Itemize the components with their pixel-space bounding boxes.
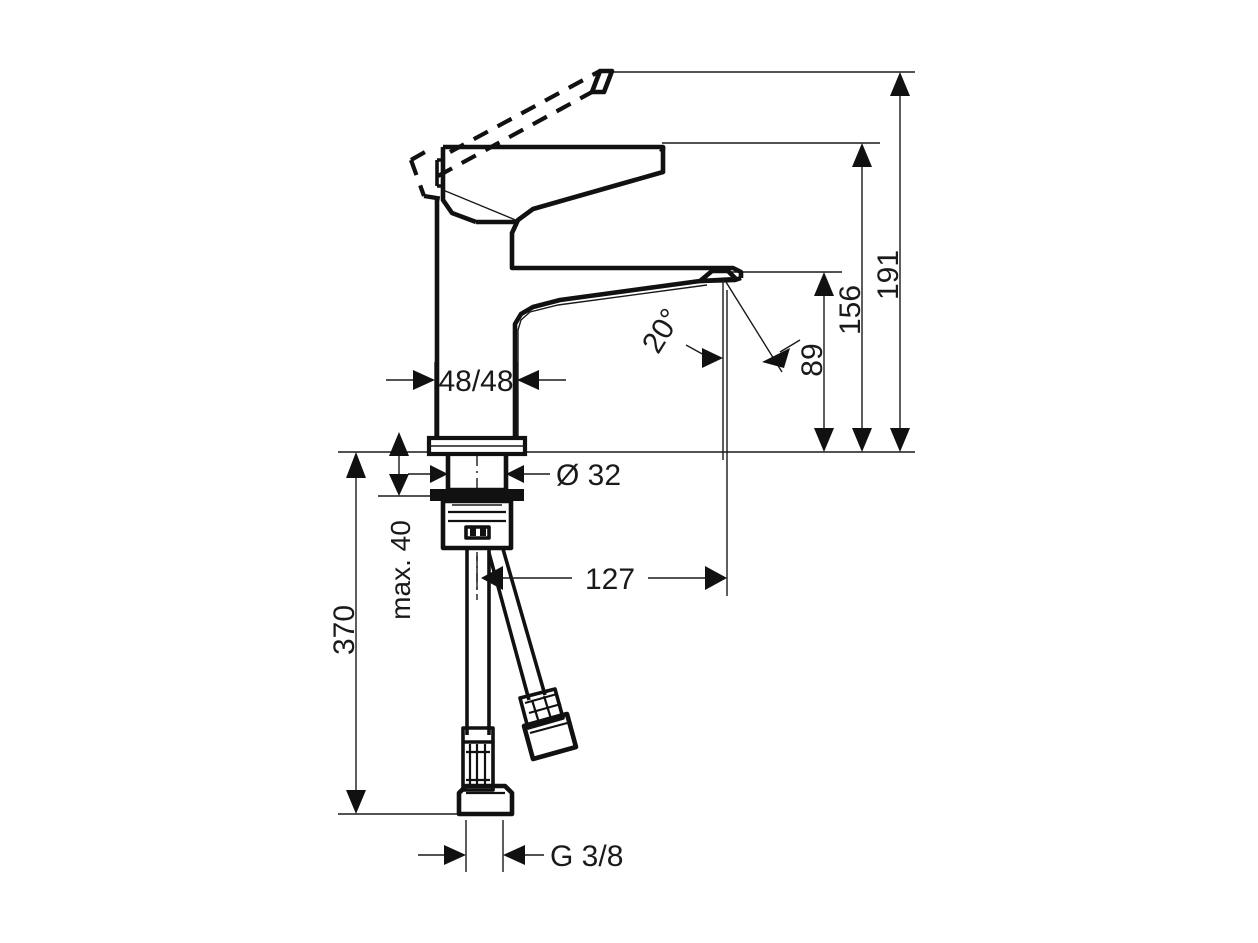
arrow-89-top (814, 272, 834, 296)
arrow-max40-bottom (389, 474, 409, 496)
label-handle-height: 156 (834, 285, 867, 335)
arrow-89-bottom (814, 428, 834, 452)
label-thread: G 3/8 (550, 840, 623, 873)
label-body-width: 48/48 (438, 365, 513, 398)
arrow-156-top (852, 143, 872, 167)
arrow-thread-left (444, 845, 466, 865)
supply-hose-left (456, 548, 515, 817)
dimension-base-diameter: Ø 32 (408, 459, 621, 492)
dimension-body-width: 48/48 (386, 365, 566, 398)
arrow-angle-vertical (702, 348, 723, 368)
arrow-width-left (413, 370, 435, 390)
label-spout-height: 89 (796, 343, 829, 376)
spout-body (509, 250, 744, 452)
arrow-max40-top (389, 432, 409, 456)
washer-plate (430, 489, 524, 501)
arrow-191-top (890, 72, 910, 96)
dimension-hose-length: 370 (328, 452, 366, 814)
arrow-angle-jet (762, 348, 790, 368)
dimension-spout-height: 89 (796, 272, 834, 452)
hose-braid-left (466, 744, 490, 788)
arrow-127-left (481, 566, 503, 590)
arrow-370-top (346, 452, 366, 478)
arrow-dia-right (506, 465, 524, 483)
dimension-overall-height: 191 (872, 72, 910, 452)
angle-leader (779, 339, 801, 353)
base-plate (426, 435, 528, 457)
mounting-shank (430, 454, 524, 551)
dimension-handle-height: 156 (834, 143, 872, 452)
arrow-dia-left (430, 465, 448, 483)
label-hose-length: 370 (328, 605, 361, 655)
label-lever-angle: 20° (636, 303, 688, 359)
label-max-thickness: max. 40 (385, 520, 416, 620)
arrow-127-right (705, 566, 727, 590)
arrow-width-right (517, 370, 539, 390)
label-projection: 127 (585, 563, 635, 596)
lever-open-position-ghost (409, 68, 615, 202)
faucet-outline (409, 68, 744, 817)
dimension-projection: 127 (481, 563, 727, 596)
annotation-lever-angle: 20° (636, 280, 801, 460)
arrow-370-bottom (346, 790, 366, 814)
arrow-thread-right (503, 845, 525, 865)
dimension-max-thickness: max. 40 (385, 432, 416, 620)
arrow-156-bottom (852, 428, 872, 452)
label-overall-height: 191 (872, 250, 905, 300)
arrow-191-bottom (890, 428, 910, 452)
label-base-diameter: Ø 32 (556, 459, 621, 492)
lever-handle (435, 144, 666, 250)
dimension-thread: G 3/8 (418, 840, 623, 873)
